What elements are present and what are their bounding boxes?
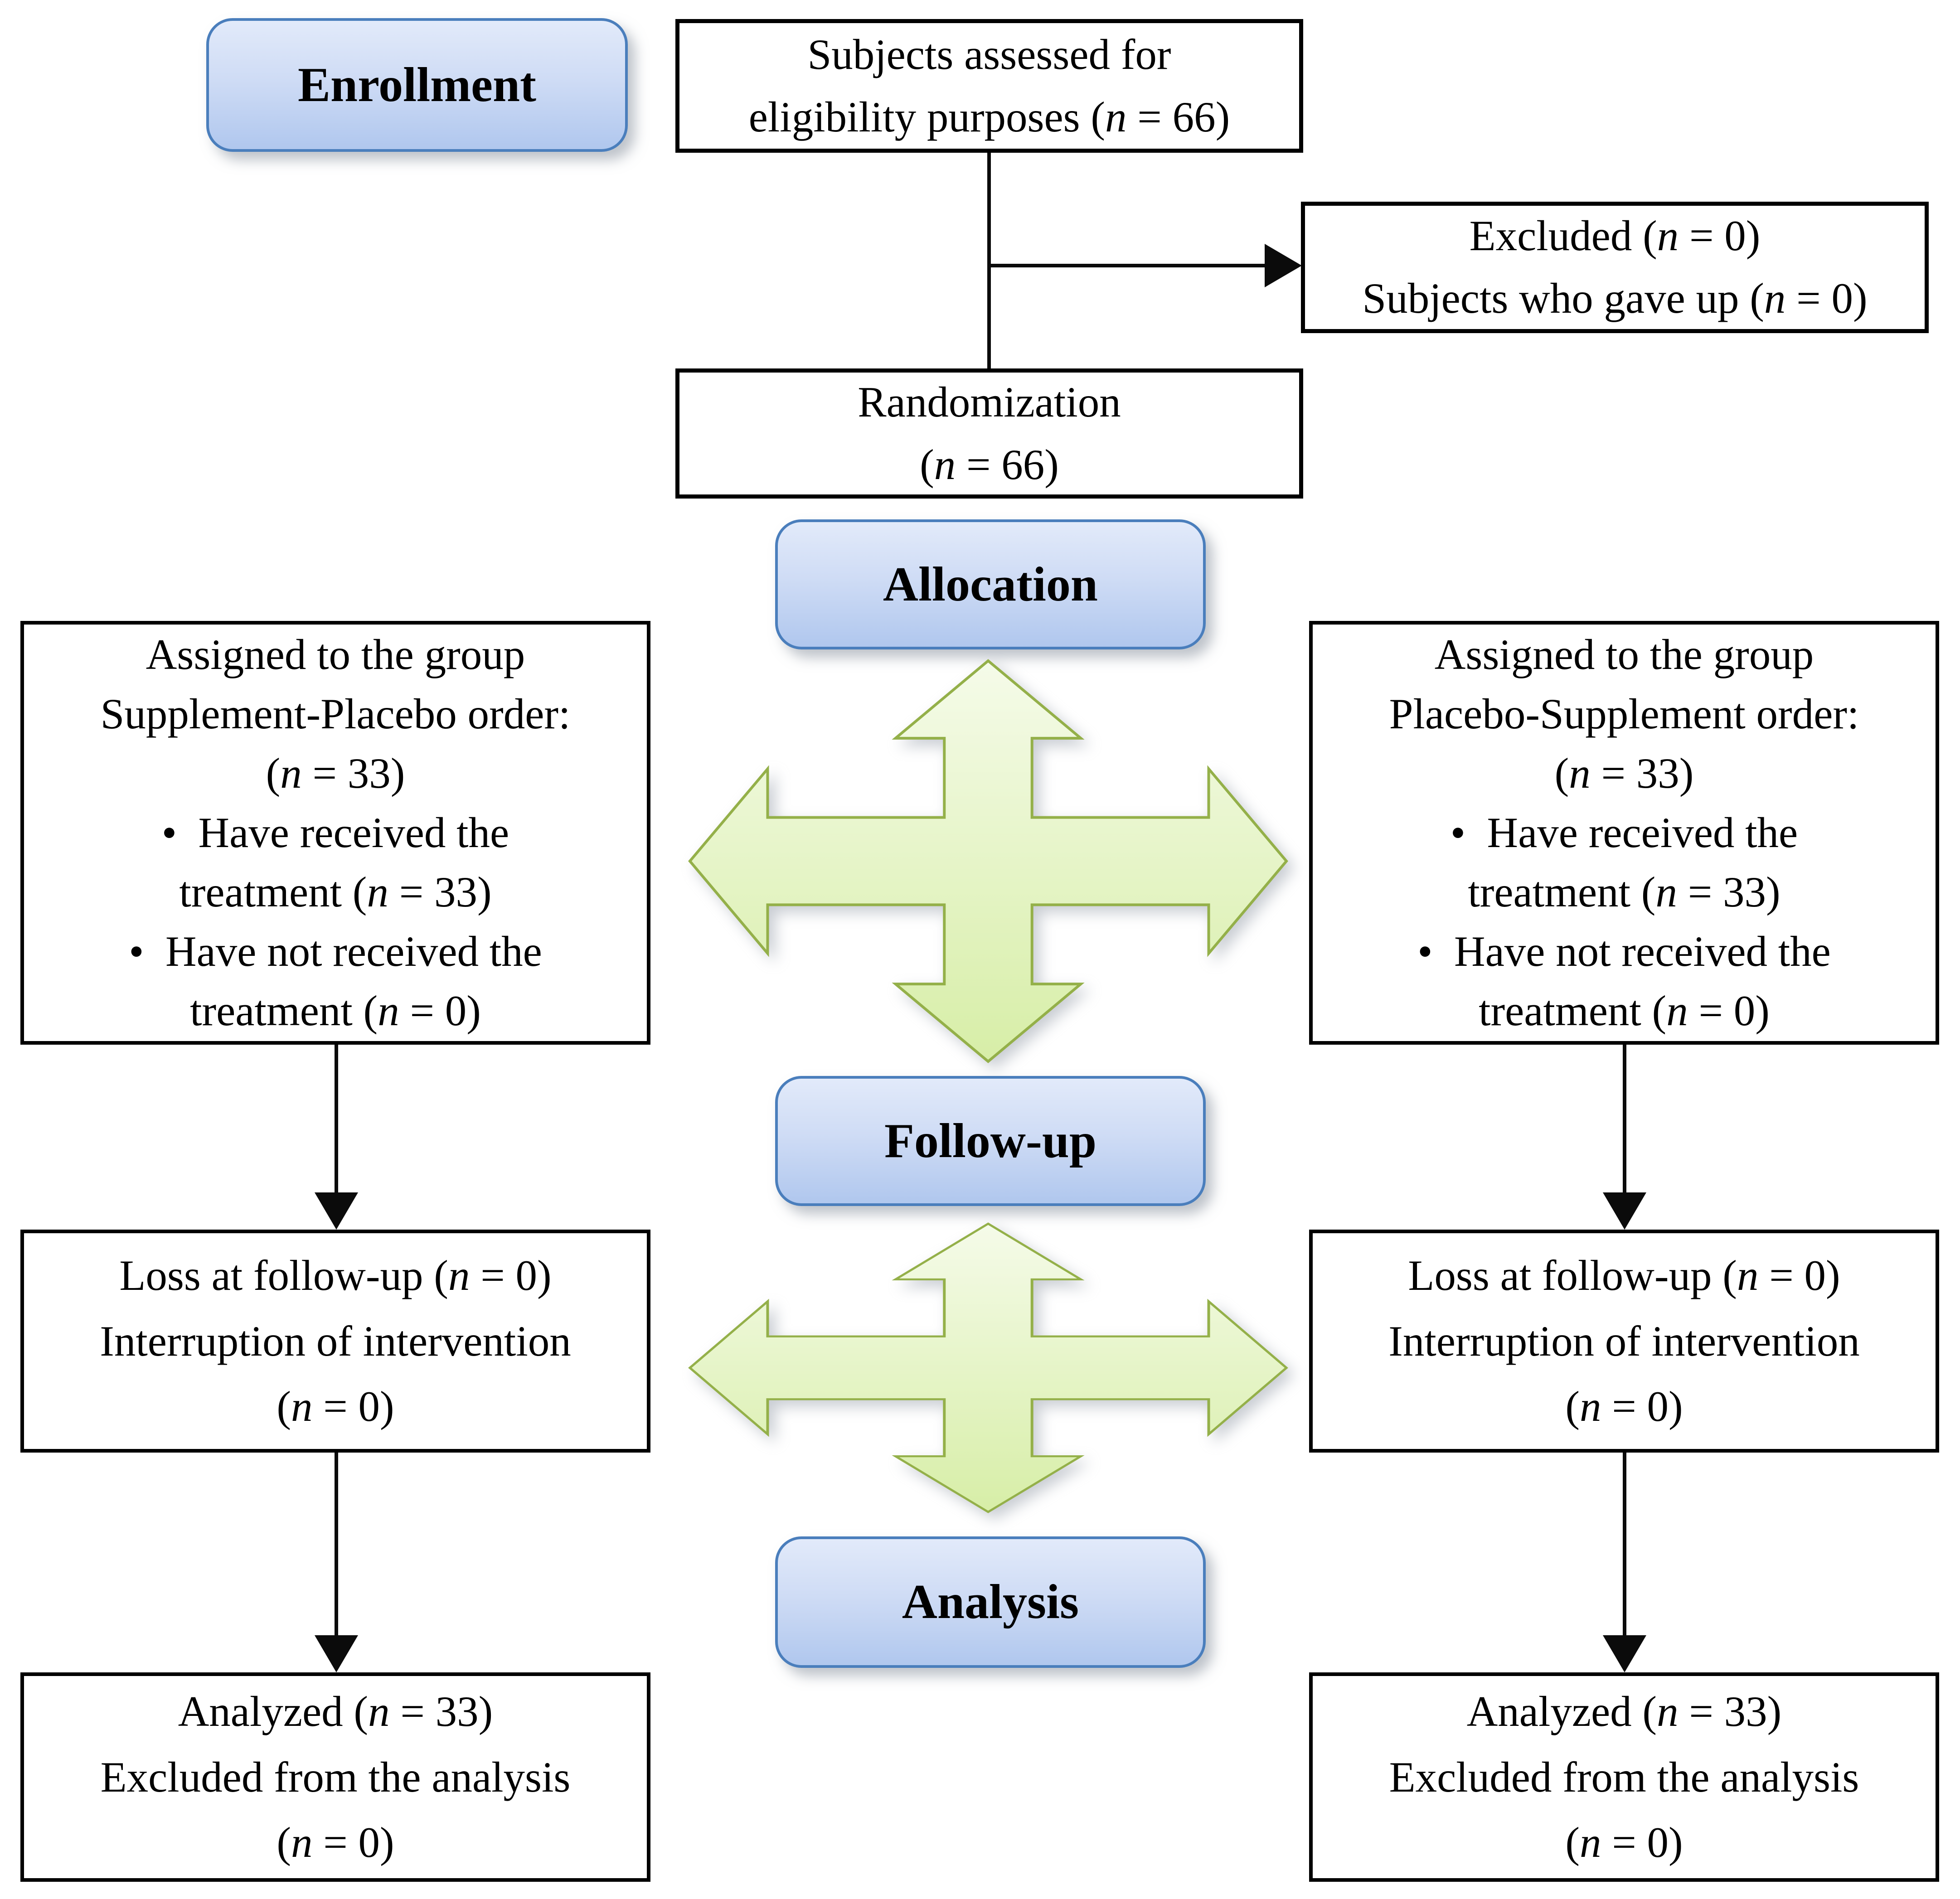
assigned-right-line-2: Placebo-Supplement order: [1389,689,1859,738]
assigned-right-box: Assigned to the group Placebo-Supplement… [1309,621,1939,1045]
excluded-line-2: Subjects who gave up (n = 0) [1362,274,1868,322]
analyzed-right-line-3: (n = 0) [1565,1818,1683,1867]
arrow-down-icon [315,1635,358,1672]
assigned-left-box: Assigned to the group Supplement-Placebo… [20,621,650,1045]
arrow-right-icon [1265,244,1302,287]
loss-right-box: Loss at follow-up (n = 0) Interruption o… [1309,1230,1939,1453]
analyzed-left-line-3: (n = 0) [277,1818,394,1867]
assigned-left-bullet-2b: treatment (n = 0) [190,987,481,1035]
arrow-down-icon [315,1192,358,1230]
excluded-line-1: Excluded (n = 0) [1469,212,1761,260]
excluded-box: Excluded (n = 0) Subjects who gave up (n… [1301,202,1929,333]
analyzed-left-box: Analyzed (n = 33) Excluded from the anal… [20,1672,650,1882]
assigned-left-line-1: Assigned to the group [146,630,525,678]
analyzed-left-line-2: Excluded from the analysis [100,1753,571,1801]
assigned-right-bullet-2: • Have not received the [1417,927,1831,976]
assigned-left-bullet-1b: treatment (n = 33) [179,868,492,916]
loss-left-line-2: Interruption of intervention [100,1317,571,1365]
assigned-left-bullet-2: • Have not received the [129,927,542,976]
randomization-line-2: (n = 66) [920,440,1059,489]
connector-loss-analyzed-right [1623,1453,1626,1636]
stage-enrollment-label: Enrollment [297,58,537,112]
stage-enrollment: Enrollment [206,18,628,152]
loss-left-box: Loss at follow-up (n = 0) Interruption o… [20,1230,650,1453]
assigned-right-line-1: Assigned to the group [1434,630,1814,678]
stage-allocation-label: Allocation [883,557,1098,611]
loss-right-line-3: (n = 0) [1565,1382,1683,1431]
eligibility-line-1: Subjects assessed for [807,30,1171,78]
loss-left-line-3: (n = 0) [277,1382,394,1431]
connector-branch-excluded [989,264,1265,267]
connector-assigned-loss-right [1623,1045,1626,1193]
loss-right-line-2: Interruption of intervention [1388,1317,1860,1365]
analyzed-right-box: Analyzed (n = 33) Excluded from the anal… [1309,1672,1939,1882]
stage-allocation: Allocation [775,519,1206,649]
assigned-left-line-3: (n = 33) [266,749,405,797]
randomization-box: Randomization (n = 66) [675,368,1303,499]
connector-assigned-loss-left [335,1045,338,1193]
connector-eligibility-randomization [987,153,991,369]
analyzed-left-line-1: Analyzed (n = 33) [178,1687,493,1736]
analyzed-right-line-1: Analyzed (n = 33) [1466,1687,1782,1736]
four-way-arrow-icon [688,1222,1288,1513]
assigned-right-bullet-1b: treatment (n = 33) [1468,868,1780,916]
arrow-down-icon [1603,1192,1646,1230]
stage-follow-up: Follow-up [775,1076,1206,1206]
stage-follow-up-label: Follow-up [884,1114,1097,1168]
connector-loss-analyzed-left [335,1453,338,1636]
arrow-down-icon [1603,1635,1646,1672]
eligibility-box: Subjects assessed for eligibility purpos… [675,19,1303,153]
randomization-line-1: Randomization [858,378,1121,426]
eligibility-line-2: eligibility purposes (n = 66) [748,92,1230,141]
four-way-arrow-icon [688,659,1288,1063]
loss-right-line-1: Loss at follow-up (n = 0) [1408,1251,1840,1300]
loss-left-line-1: Loss at follow-up (n = 0) [119,1251,552,1300]
analyzed-right-line-2: Excluded from the analysis [1389,1753,1859,1801]
assigned-right-bullet-2b: treatment (n = 0) [1479,987,1770,1035]
assigned-right-bullet-1: • Have received the [1450,808,1798,857]
stage-analysis-label: Analysis [902,1575,1079,1629]
assigned-right-line-3: (n = 33) [1554,749,1694,797]
assigned-left-line-2: Supplement-Placebo order: [100,689,571,738]
stage-analysis: Analysis [775,1536,1206,1668]
assigned-left-bullet-1: • Have received the [161,808,509,857]
